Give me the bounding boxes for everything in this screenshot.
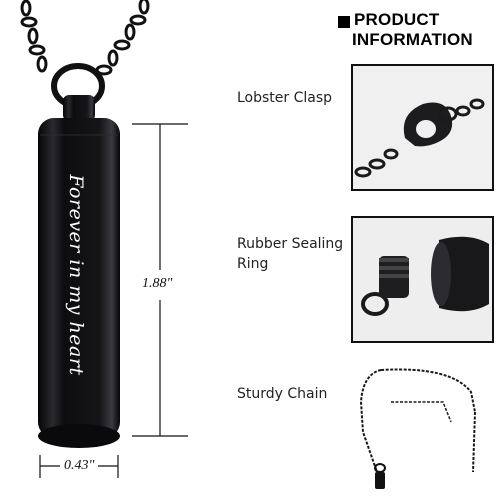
sealing-ring-photo-icon xyxy=(353,218,492,341)
heading-line-2: INFORMATION xyxy=(352,30,473,49)
feature-label-line-2: Ring xyxy=(237,256,269,272)
thumb-lobster-clasp xyxy=(351,64,494,191)
cylinder-body xyxy=(38,118,120,438)
chain-left xyxy=(20,0,48,73)
feature-label-lobster-clasp: Lobster Clasp xyxy=(237,90,333,106)
heading-line-1: PRODUCT xyxy=(354,10,440,29)
lobster-clasp-photo-icon xyxy=(353,66,492,189)
thumb-sturdy-chain xyxy=(351,362,494,489)
width-label: 0.43" xyxy=(64,458,95,473)
height-label: 1.88" xyxy=(142,276,173,291)
thumb-sealing-ring xyxy=(351,216,494,343)
chain-photo-icon xyxy=(351,362,494,489)
height-dimension xyxy=(132,123,188,437)
width-dimension xyxy=(39,455,119,478)
engraving-text: Forever in my heart xyxy=(65,174,87,376)
engraving-text-area: Forever in my heart xyxy=(36,120,116,430)
feature-label-rubber-sealing-ring: Rubber Sealing Ring xyxy=(237,234,343,274)
chain-right xyxy=(95,0,150,76)
feature-label-sturdy-chain: Sturdy Chain xyxy=(237,386,328,402)
feature-label-line-1: Rubber Sealing xyxy=(237,236,344,252)
heading-square-icon xyxy=(338,16,350,28)
